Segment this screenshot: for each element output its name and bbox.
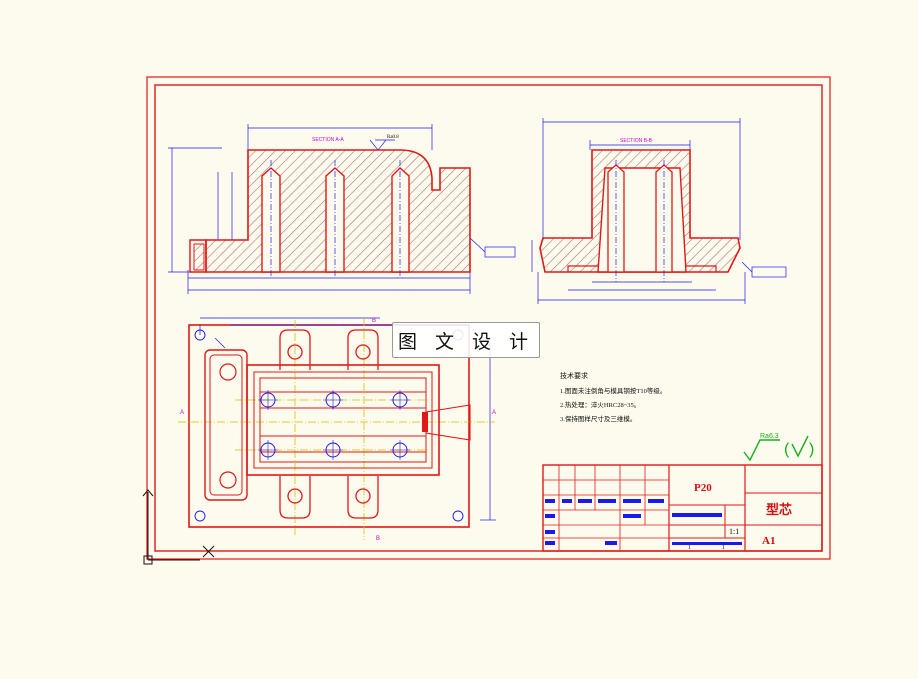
sheet-size: A1 [762,535,775,547]
count-right: 1 [722,545,725,551]
svg-text:): ) [809,441,814,458]
tech-requirements: 技术要求 1.图面未注倒角与模具钢按T10等级。 2.热处理：淬火HRC28~3… [560,371,666,423]
svg-text:(: ( [784,441,790,458]
roughness-note-label: Ra6.3 [760,433,779,440]
tech-item-1: 1.图面未注倒角与模具钢按T10等级。 [560,386,666,395]
section-a-a-view: SECTION A-A Ra0.8 [168,124,516,294]
cut-label-a-right: A [492,410,496,416]
title-block [542,464,823,552]
ucs-axis-icon [142,489,215,565]
cut-label-b-bottom: B [376,536,380,542]
tech-item-2: 2.热处理：淬火HRC28~35。 [560,400,640,409]
part-name: 型芯 [766,502,792,517]
svg-text:SECTION A-A: SECTION A-A [312,137,344,143]
material-code: P20 [694,482,712,494]
watermark-logo: 图 文 设 计 [392,322,540,358]
section-b-b-view: SECTION B-B [531,118,787,304]
sheet-outer-border [146,76,831,560]
count-left: 1 [688,545,691,551]
svg-text:SECTION B-B: SECTION B-B [620,138,653,144]
scale-value: 1:1 [729,527,739,536]
watermark-text: 图 文 设 计 [397,330,535,353]
roughness-top-label: Ra0.8 [387,135,399,140]
roughness-note: Ra6.3 ( ) [743,433,814,462]
sheet-inner-border [154,84,823,552]
cut-label-b-top: B [372,318,376,324]
tech-item-3: 3.保持图样尺寸及三维模。 [560,414,636,423]
tech-heading: 技术要求 [560,371,588,380]
cut-label-a-left: A [180,410,184,416]
plan-view: A A B B [178,317,496,542]
